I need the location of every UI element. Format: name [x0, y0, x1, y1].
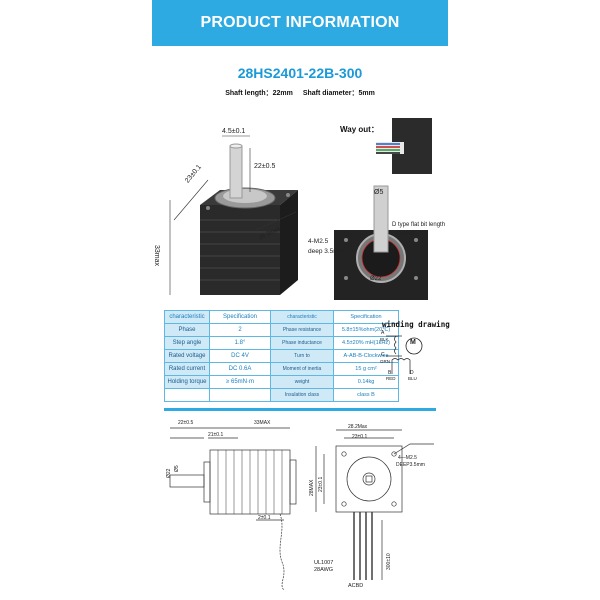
- header-cell: characteristic: [164, 310, 210, 324]
- drawing-front-width: 28.2Max: [348, 424, 368, 430]
- side-view-drawing: [169, 427, 297, 590]
- dim-body-length: 33max: [153, 245, 160, 267]
- table-cell: Phase resistance: [270, 323, 334, 337]
- shaft-info: Shaft length：22mm Shaft diameter：5mm: [0, 88, 600, 98]
- winding-label-red: RED: [386, 376, 396, 381]
- dim-shaft-length: 22±0.5: [254, 163, 276, 170]
- drawing-side-2mm: 2±0.1: [258, 515, 271, 521]
- table-cell: ≥ 65mN·m: [209, 375, 271, 389]
- table-cell: Insulation class: [270, 388, 334, 402]
- dim-front-phi: Ø5: [374, 189, 384, 196]
- winding-motor-label: M: [410, 339, 416, 346]
- table-cell: Holding torque: [164, 375, 210, 389]
- table-cell: Phase inductance: [270, 336, 334, 350]
- table-cell: Rated voltage: [164, 349, 210, 363]
- dim-flat-label: D type flat bit length: [392, 222, 446, 228]
- table-cell: Step angle: [164, 336, 210, 350]
- header-cell: characteristic: [270, 310, 334, 324]
- table-row: Rated current DC 0.6A Moment of inertia …: [164, 362, 399, 376]
- table-cell: Phase: [164, 323, 210, 337]
- table-cell: DC 4V: [209, 349, 271, 363]
- drawing-side-shaft-len: 22±0.5: [178, 420, 194, 426]
- motor-photo-front: [334, 185, 428, 300]
- dim-shaft-diameter: 4.5±0.1: [222, 128, 246, 135]
- table-cell: Moment of inertia: [270, 362, 334, 376]
- drawing-front-holes: 4—M2.5: [398, 455, 417, 461]
- motor-photo-side: [169, 135, 298, 295]
- dim-flat-length: 21±0.1: [396, 231, 415, 237]
- table-cell: Turn to: [270, 349, 334, 363]
- winding-label-blk: BLK: [380, 337, 389, 342]
- drawing-side-flat: 21±0.1: [208, 432, 224, 438]
- shaft-diameter: Shaft diameter：5mm: [302, 90, 375, 97]
- table-row: Holding torque ≥ 65mN·m weight 0.14kg: [164, 375, 399, 389]
- spec-table: characteristic Specification characteris…: [164, 310, 399, 402]
- drawing-front-height: 28MAX: [309, 479, 315, 496]
- winding-label-grn: GRN: [380, 359, 390, 364]
- table-cell: [164, 388, 210, 402]
- drawing-wire-awg: 28AWG: [314, 567, 334, 573]
- winding-label-a: A: [381, 330, 385, 336]
- table-cell: class B: [333, 388, 399, 402]
- dim-circle: Ø22: [370, 276, 382, 282]
- drawing-lead-length: 300±10: [386, 553, 392, 570]
- table-cell: weight: [270, 375, 334, 389]
- table-row: Rated voltage DC 4V Turn to A-AB-B-Clock…: [164, 349, 399, 363]
- table-cell: 2: [209, 323, 271, 337]
- drawing-front-hole-spacing-v: 23±0.1: [318, 476, 324, 492]
- drawing-front-hole-spacing: 23±0.1: [352, 434, 368, 440]
- drawing-side-phi22: Ø22: [166, 468, 172, 478]
- table-cell: 1.8°: [209, 336, 271, 350]
- shaft-length: Shaft length：22mm: [225, 90, 293, 97]
- drawing-front-depth: DEEP3.5mm: [396, 462, 425, 468]
- header-cell: Specification: [209, 310, 271, 324]
- table-cell: [209, 388, 271, 402]
- dim-hole-depth: deep 3.5mm: [308, 248, 345, 255]
- table-row: Phase 2 Phase resistance 5.8±15%ohm(20℃): [164, 323, 399, 337]
- table-cell: Rated current: [164, 362, 210, 376]
- spec-table-header: characteristic Specification characteris…: [164, 310, 399, 324]
- drawing-wire-order: ACBD: [348, 583, 364, 589]
- banner-title: PRODUCT INFORMATION: [200, 14, 400, 31]
- winding-diagram: [386, 335, 423, 374]
- front-view-drawing: [315, 429, 434, 580]
- drawing-side-body-len: 33MAX: [254, 420, 271, 426]
- table-row: Insulation class class B: [164, 388, 399, 402]
- winding-title: winding drawing: [382, 320, 450, 329]
- winding-label-c: C: [381, 352, 385, 358]
- table-cell: DC 0.6A: [209, 362, 271, 376]
- drawing-side-phi5: Ø5: [174, 465, 180, 472]
- model-number: 28HS2401-22B-300: [237, 65, 363, 81]
- page-banner: PRODUCT INFORMATION: [152, 0, 448, 46]
- dim-holes: 4-M2.5: [308, 238, 329, 245]
- winding-label-b: B: [388, 370, 392, 376]
- drawing-wire-ul: UL1007: [314, 560, 334, 566]
- table-underline: [164, 408, 436, 411]
- wire-exit-photo: [376, 118, 432, 174]
- winding-label-blu: BLU: [408, 376, 417, 381]
- way-out-label: Way out：: [340, 125, 379, 134]
- table-row: Step angle 1.8° Phase inductance 4.5±20%…: [164, 336, 399, 350]
- winding-label-d: D: [410, 370, 414, 376]
